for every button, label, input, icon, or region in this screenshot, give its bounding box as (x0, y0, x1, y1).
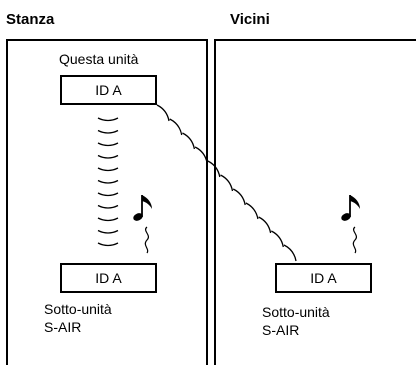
signal-arc (169, 118, 183, 136)
room-stanza-outline (6, 39, 208, 365)
signal-arc (207, 160, 221, 178)
signal-arc (97, 229, 119, 234)
signal-arc (97, 167, 119, 172)
main-unit-id: ID A (95, 82, 122, 98)
signal-arc (97, 129, 119, 134)
signal-arc (156, 104, 170, 122)
music-note-icon (341, 195, 360, 254)
signal-arc (97, 192, 119, 197)
signal-arc (97, 154, 119, 159)
signal-arc (97, 117, 119, 122)
signal-arc (97, 204, 119, 209)
wireless-signal-icon (97, 117, 119, 247)
signal-arc (97, 217, 119, 222)
wireless-signal-icon (156, 104, 297, 262)
room-vicini-outline (214, 39, 416, 365)
sub-unit-left-id: ID A (95, 270, 122, 286)
main-unit-box (60, 75, 157, 105)
signal-arc (258, 216, 272, 234)
signal-arc (283, 244, 297, 262)
sub-unit-right-label-line1: Sotto-unità (262, 304, 330, 320)
signal-arc (182, 132, 196, 150)
sub-unit-right-id: ID A (310, 270, 337, 286)
sub-unit-left-label-line2: S-AIR (44, 319, 81, 335)
signal-arc (194, 146, 208, 164)
signal-arc (245, 202, 259, 220)
sub-unit-left-box (60, 263, 157, 293)
signal-arc (97, 179, 119, 184)
room-header-vicini: Vicini (230, 11, 270, 28)
sub-unit-right-box (275, 263, 372, 293)
signal-arc (97, 242, 119, 247)
music-note-icon (133, 195, 152, 254)
signal-arc (97, 142, 119, 147)
room-header-stanza: Stanza (6, 11, 55, 28)
signal-arc (270, 230, 284, 248)
main-unit-label: Questa unità (59, 51, 139, 67)
sub-unit-right-label-line2: S-AIR (262, 322, 299, 338)
signal-arc (232, 188, 246, 206)
signal-arc (220, 174, 234, 192)
sub-unit-left-label-line1: Sotto-unità (44, 301, 112, 317)
